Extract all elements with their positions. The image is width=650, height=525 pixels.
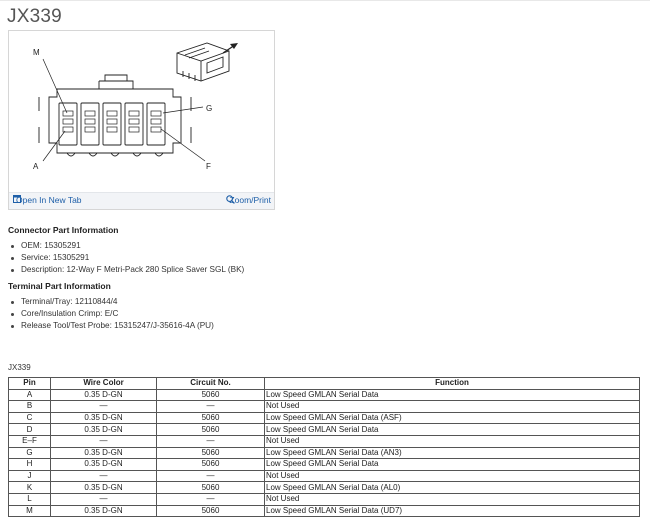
wire-color-cell: 0.35 D-GN xyxy=(50,423,157,436)
connector-diagram: M A G F xyxy=(33,42,238,171)
pin-cell: B xyxy=(8,400,51,413)
function-cell: Not Used xyxy=(264,469,640,483)
callout-f: F xyxy=(206,162,211,171)
wire-color-cell: 0.35 D-GN xyxy=(50,388,157,402)
pin-cell: J xyxy=(8,469,51,483)
column-header-wire-color: Wire Color xyxy=(50,377,157,390)
list-item: Core/Insulation Crimp: E/C xyxy=(8,308,214,320)
circuit-cell: 5060 xyxy=(156,423,265,436)
function-cell: Low Speed GMLAN Serial Data (UD7) xyxy=(264,504,640,518)
wire-color-cell: — xyxy=(50,469,157,483)
list-item: Service: 15305291 xyxy=(8,252,244,264)
page-title: JX339 xyxy=(7,6,62,27)
table-row: L——Not Used xyxy=(8,492,640,506)
function-cell: Low Speed GMLAN Serial Data xyxy=(264,388,640,402)
pin-cell: A xyxy=(8,388,51,402)
function-cell: Low Speed GMLAN Serial Data xyxy=(264,423,640,436)
terminal-info-list: Terminal/Tray: 12110844/4 Core/Insulatio… xyxy=(8,296,214,332)
circuit-cell: 5060 xyxy=(156,458,265,471)
circuit-cell: 5060 xyxy=(156,411,265,425)
function-cell: Low Speed GMLAN Serial Data (AN3) xyxy=(264,446,640,460)
wire-color-cell: 0.35 D-GN xyxy=(50,481,157,494)
callout-m: M xyxy=(33,48,40,57)
terminal-info-heading: Terminal Part Information xyxy=(8,281,111,291)
circuit-cell: 5060 xyxy=(156,504,265,518)
list-item: Terminal/Tray: 12110844/4 xyxy=(8,296,214,308)
pin-cell: K xyxy=(8,481,51,494)
pin-cell: H xyxy=(8,458,51,471)
column-header-circuit: Circuit No. xyxy=(156,377,265,390)
list-item: Release Tool/Test Probe: 15315247/J-3561… xyxy=(8,320,214,332)
pin-cell: E–F xyxy=(8,434,51,448)
connector-figure: M A G F Open In New Tab Zoom/Print xyxy=(8,30,275,210)
figure-toolbar: Open In New Tab Zoom/Print xyxy=(9,192,274,209)
table-header-row: Pin Wire Color Circuit No. Function xyxy=(8,377,640,390)
zoom-print-link[interactable]: Zoom/Print xyxy=(226,195,271,205)
wire-color-cell: — xyxy=(50,492,157,506)
connector-info-heading: Connector Part Information xyxy=(8,225,119,235)
circuit-cell: 5060 xyxy=(156,481,265,494)
function-cell: Not Used xyxy=(264,400,640,413)
zoom-print-label: Zoom/Print xyxy=(229,195,271,205)
circuit-cell: 5060 xyxy=(156,446,265,460)
circuit-cell: — xyxy=(156,434,265,448)
callout-a: A xyxy=(33,162,39,171)
connector-3d-icon xyxy=(176,42,230,82)
callout-g: G xyxy=(206,104,212,113)
function-cell: Not Used xyxy=(264,492,640,506)
table-row: E–F——Not Used xyxy=(8,434,640,448)
table-caption: JX339 xyxy=(8,363,31,372)
column-header-pin: Pin xyxy=(8,377,51,390)
function-cell: Not Used xyxy=(264,434,640,448)
pin-cell: D xyxy=(8,423,51,436)
circuit-cell: 5060 xyxy=(156,388,265,402)
circuit-cell: — xyxy=(156,400,265,413)
wire-color-cell: 0.35 D-GN xyxy=(50,446,157,460)
pin-cell: L xyxy=(8,492,51,506)
table-row: B——Not Used xyxy=(8,400,640,413)
function-cell: Low Speed GMLAN Serial Data (ASF) xyxy=(264,411,640,425)
wire-color-cell: 0.35 D-GN xyxy=(50,411,157,425)
pin-cell: M xyxy=(8,504,51,518)
pin-cell: C xyxy=(8,411,51,425)
top-divider xyxy=(0,0,650,1)
wire-color-cell: — xyxy=(50,434,157,448)
list-item: Description: 12-Way F Metri-Pack 280 Spl… xyxy=(8,264,244,276)
column-header-function: Function xyxy=(264,377,640,390)
pin-cell: G xyxy=(8,446,51,460)
wire-color-cell: 0.35 D-GN xyxy=(50,504,157,518)
function-cell: Low Speed GMLAN Serial Data (AL0) xyxy=(264,481,640,494)
circuit-cell: — xyxy=(156,469,265,483)
list-item: OEM: 15305291 xyxy=(8,240,244,252)
table-row: J——Not Used xyxy=(8,469,640,483)
wire-color-cell: 0.35 D-GN xyxy=(50,458,157,471)
open-in-new-tab-label: Open In New Tab xyxy=(16,195,82,205)
wire-color-cell: — xyxy=(50,400,157,413)
circuit-cell: — xyxy=(156,492,265,506)
open-in-new-tab-link[interactable]: Open In New Tab xyxy=(13,195,82,205)
connector-info-list: OEM: 15305291 Service: 15305291 Descript… xyxy=(8,240,244,276)
function-cell: Low Speed GMLAN Serial Data xyxy=(264,458,640,471)
